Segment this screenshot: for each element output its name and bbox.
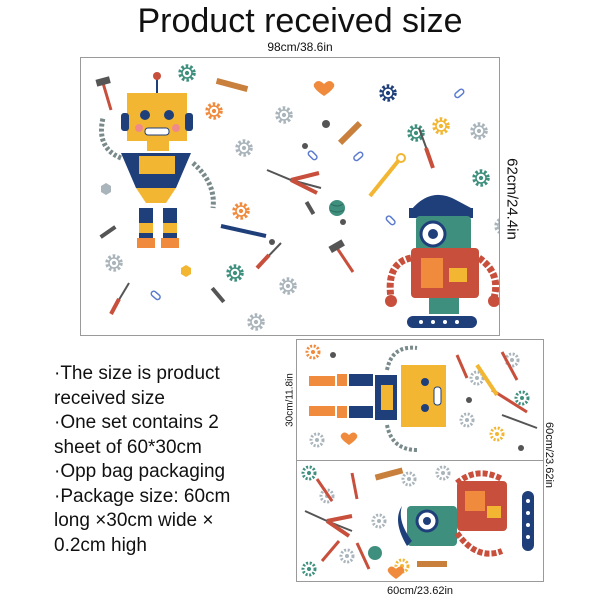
info-line: ·One set contains 2 [54,412,219,433]
small-sheet-height-label: 30cm/11.8in [284,373,296,427]
info-line: long ×30cm wide × [54,510,214,531]
product-info-list: ·The size is product received size ·One … [54,362,284,558]
small-sheet-bottom-preview [296,460,544,582]
hammer-icon [455,351,519,381]
robot-red-green-icon [398,470,534,557]
big-sheet-preview [80,57,500,336]
hammer-icon [95,76,355,273]
page-title: Product received size [137,2,463,40]
screwdriver-icon [320,540,371,570]
screw-icon [99,120,346,304]
info-line: ·Package size: 60cm [54,485,231,507]
robot-red-green-icon [385,194,499,328]
ruler-icon [215,77,363,146]
small-set-width-label: 60cm/23.62in [386,585,454,597]
hammer-icon [315,472,359,502]
screwdriver-icon [109,127,435,315]
heart-icon [340,432,358,445]
screwdriver-icon [491,388,538,429]
small-sheet-top-preview [296,339,544,461]
heart-icon [313,81,335,96]
pliers-icon [304,510,353,538]
info-line: ·Opp bag packaging [54,461,226,482]
info-line: received size [54,387,165,409]
robot-yellow-icon [99,72,216,248]
small-set-height-label: 60cm/23.62in [543,421,555,489]
info-line: sheet of 60*30cm [54,436,202,458]
big-sheet-height-label: 62cm/24.4in [503,158,521,240]
yarn-ball-icon [329,200,345,216]
info-line: ·The size is product [54,363,220,384]
info-line: 0.2cm high [54,534,147,556]
screw-icon [330,352,524,451]
pliers-icon [266,169,322,195]
wrench-icon [475,363,499,397]
nut-icon [101,183,191,277]
heart-icon [387,566,405,579]
ruler-icon [374,467,447,567]
paperclip-icon [150,88,465,301]
big-sheet-width-label: 98cm/38.6in [267,40,333,54]
wrench-icon [220,153,406,238]
robot-yellow-icon [309,345,446,452]
yarn-ball-icon [368,546,382,560]
